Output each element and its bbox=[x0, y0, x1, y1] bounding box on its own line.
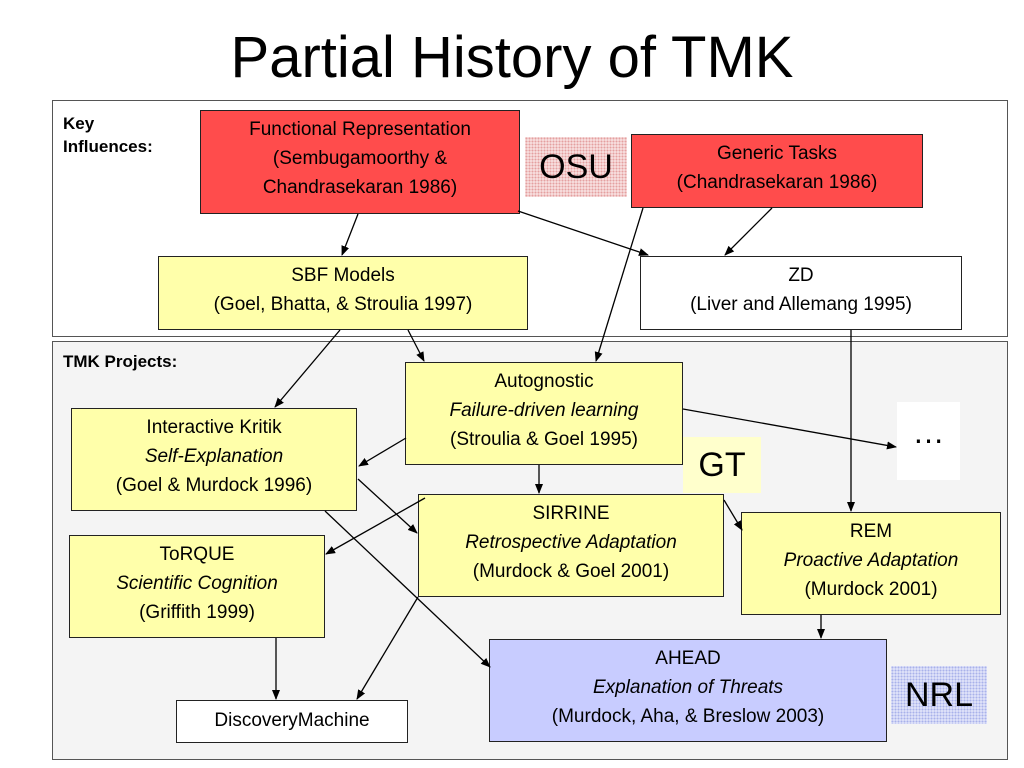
tmk-projects-label: TMK Projects: bbox=[63, 352, 178, 371]
node-line: AHEAD bbox=[655, 648, 721, 669]
node-sbf-models: SBF Models (Goel, Bhatta, & Stroulia 199… bbox=[158, 256, 528, 330]
node-line: SBF Models bbox=[291, 265, 395, 286]
node-line: (Goel & Murdock 1996) bbox=[115, 475, 313, 496]
node-line: Self-Explanation bbox=[144, 446, 284, 467]
node-zd: ZD (Liver and Allemang 1995) bbox=[640, 256, 962, 330]
node-line: (Goel, Bhatta, & Stroulia 1997) bbox=[213, 294, 473, 315]
node-line: ToRQUE bbox=[159, 544, 235, 565]
node-line: (Liver and Allemang 1995) bbox=[690, 294, 912, 315]
node-line: DiscoveryMachine bbox=[214, 710, 370, 731]
node-line: (Sembugamoorthy & bbox=[272, 148, 448, 169]
key-influences-label: Key Influences: bbox=[63, 114, 153, 156]
node-functional-representation: Functional Representation (Sembugamoorth… bbox=[200, 110, 520, 214]
node-interactive-kritik: Interactive Kritik Self-Explanation (Goe… bbox=[71, 408, 357, 511]
node-line: Autognostic bbox=[494, 371, 594, 392]
node-line: SIRRINE bbox=[532, 503, 610, 524]
node-generic-tasks: Generic Tasks (Chandrasekaran 1986) bbox=[631, 134, 923, 208]
node-torque: ToRQUE Scientific Cognition (Griffith 19… bbox=[69, 535, 325, 638]
node-sirrine: SIRRINE Retrospective Adaptation (Murdoc… bbox=[418, 494, 724, 597]
node-line: (Murdock, Aha, & Breslow 2003) bbox=[551, 706, 825, 727]
node-line: REM bbox=[849, 521, 893, 542]
node-line: Explanation of Threats bbox=[592, 677, 784, 698]
page-title: Partial History of TMK bbox=[230, 25, 794, 90]
node-line: Scientific Cognition bbox=[116, 573, 278, 594]
node-line: Proactive Adaptation bbox=[783, 550, 959, 571]
node-line: (Chandrasekaran 1986) bbox=[676, 172, 878, 193]
node-autognostic: Autognostic Failure-driven learning (Str… bbox=[405, 362, 683, 465]
node-line: Failure-driven learning bbox=[449, 400, 639, 421]
node-line: (Stroulia & Goel 1995) bbox=[450, 429, 638, 450]
node-line: Retrospective Adaptation bbox=[465, 532, 677, 553]
node-line: ZD bbox=[788, 265, 814, 286]
node-line: Chandrasekaran 1986) bbox=[262, 177, 458, 198]
node-line: Generic Tasks bbox=[716, 143, 838, 164]
osu-tag: OSU bbox=[525, 137, 627, 197]
node-line: Interactive Kritik bbox=[146, 417, 282, 438]
node-rem: REM Proactive Adaptation (Murdock 2001) bbox=[741, 512, 1001, 615]
node-line: (Griffith 1999) bbox=[139, 602, 255, 623]
node-ahead: AHEAD Explanation of Threats (Murdock, A… bbox=[489, 639, 887, 742]
nrl-tag: NRL bbox=[891, 666, 987, 724]
node-line: (Murdock & Goel 2001) bbox=[472, 561, 670, 582]
more-projects-ellipsis: … bbox=[897, 402, 960, 480]
gt-tag: GT bbox=[683, 437, 761, 493]
node-discovery-machine: DiscoveryMachine bbox=[176, 700, 408, 743]
node-line: Functional Representation bbox=[249, 119, 471, 140]
node-line: (Murdock 2001) bbox=[804, 579, 938, 600]
